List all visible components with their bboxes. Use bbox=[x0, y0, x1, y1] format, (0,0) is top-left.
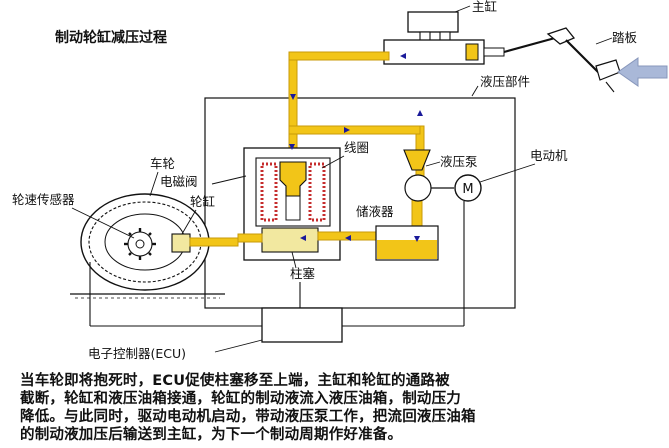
pedal-icon bbox=[546, 27, 621, 93]
wheel-speed-sensor-label: 轮速传感器 bbox=[12, 192, 75, 207]
caption-line-3: 降低。与此同时，驱动电动机启动，带动液压泵工作，把流回液压油箱 bbox=[20, 409, 476, 425]
solenoid-valve-label: 电磁阀 bbox=[160, 174, 198, 189]
wheel-cylinder bbox=[171, 233, 239, 253]
caption-line-4: 的制动液加压后输送到主缸，为下一个制动周期作好准备。 bbox=[20, 427, 403, 443]
pedal-label: 踏板 bbox=[612, 30, 638, 45]
hydraulic-unit-label: 液压部件 bbox=[480, 74, 530, 89]
diagram-title: 制动轮缸减压过程 bbox=[55, 29, 167, 46]
ecu-label: 电子控制器(ECU) bbox=[88, 346, 186, 361]
plunger-label: 柱塞 bbox=[290, 266, 316, 281]
motor-label: 电动机 bbox=[530, 148, 568, 163]
master-cylinder-label: 主缸 bbox=[472, 0, 497, 14]
motor-icon: M bbox=[454, 174, 482, 202]
motor-symbol: M bbox=[462, 182, 473, 197]
hydraulic-pump bbox=[403, 149, 432, 202]
caption-line-1: 当车轮即将抱死时，ECU促使柱塞移至上端，主缸和轮缸的通路被 bbox=[20, 373, 450, 389]
caption: 当车轮即将抱死时，ECU促使柱塞移至上端，主缸和轮缸的通路被 截断，轮缸和液压油… bbox=[20, 372, 660, 444]
hydraulic-pump-label: 液压泵 bbox=[440, 154, 478, 169]
reservoir bbox=[375, 225, 439, 261]
master-cylinder bbox=[383, 11, 556, 65]
reservoir-label: 储液器 bbox=[356, 204, 394, 219]
flow-arrows bbox=[289, 53, 423, 242]
solenoid-valve bbox=[237, 147, 341, 261]
wheel-cylinder-label: 轮缸 bbox=[190, 194, 215, 209]
wheel-label: 车轮 bbox=[150, 156, 175, 171]
ecu-box bbox=[261, 307, 343, 343]
pedal-arrow-icon bbox=[617, 57, 668, 87]
hydraulic-unit-box bbox=[204, 97, 516, 309]
caption-line-2: 截断，轮缸和液压油箱接通，轮缸的制动液流入液压油箱，制动压力 bbox=[20, 391, 461, 407]
coil-label: 线圈 bbox=[344, 140, 369, 155]
